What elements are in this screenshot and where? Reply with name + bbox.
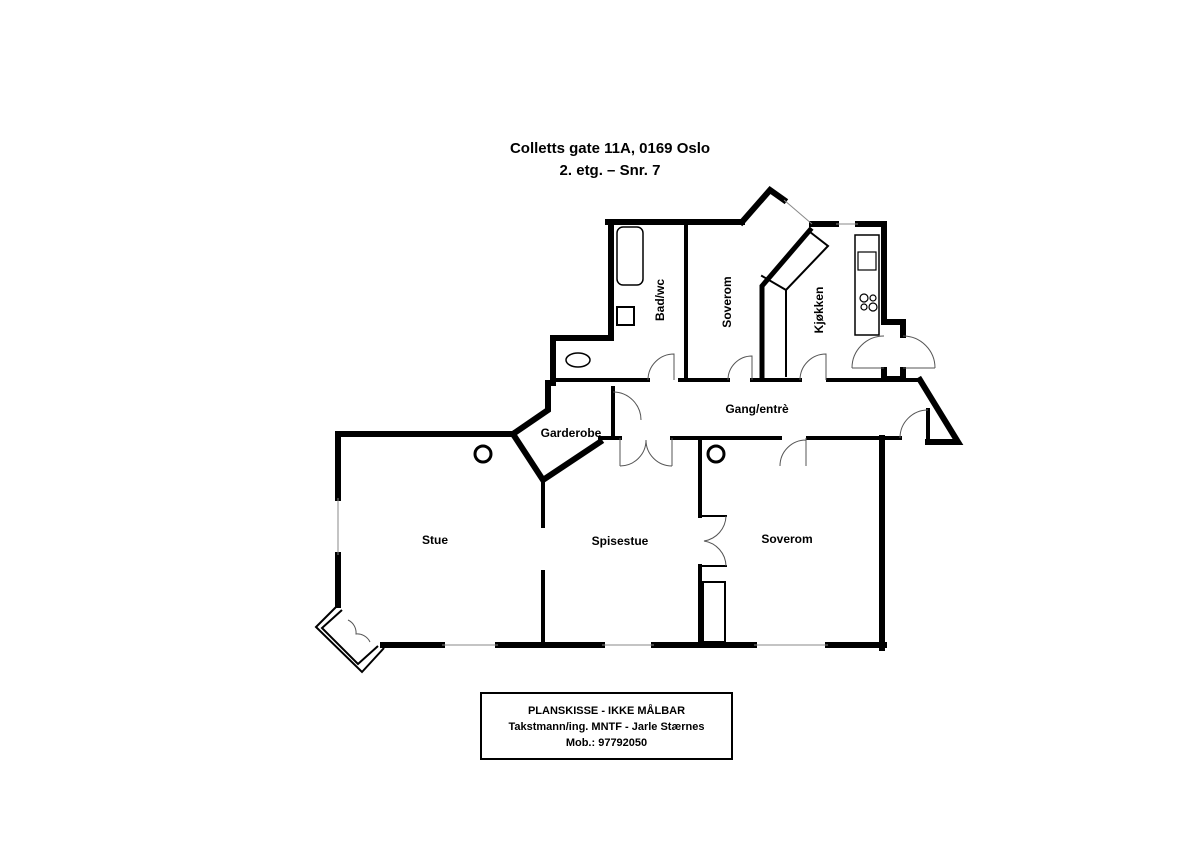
toilet-icon (565, 352, 591, 368)
info-phone: Mob.: 97792050 (565, 737, 648, 749)
info-author: Takstmann/ing. MNTF - Jarle Stærnes (508, 721, 705, 733)
floor-unit-subtitle: 2. etg. – Snr. 7 (559, 162, 661, 179)
room-label-bad-wc: Bad/wc (653, 279, 667, 321)
stove-pipe-icon (706, 444, 726, 464)
stove-pipe-icon (473, 444, 493, 464)
room-label-stue: Stue (422, 533, 448, 547)
stove-icon (859, 293, 869, 303)
room-label-spisestue: Spisestue (592, 534, 649, 548)
room-label-soverom-south: Soverom (761, 532, 812, 546)
address-title: Colletts gate 11A, 0169 Oslo (509, 140, 711, 157)
sink-icon (616, 306, 635, 326)
fixtures (473, 226, 880, 464)
doors (314, 335, 936, 674)
info-box: PLANSKISSE - IKKE MÅLBAR Takstmann/ing. … (480, 692, 733, 760)
walls (335, 185, 964, 651)
kitchen-sink-icon (857, 251, 877, 271)
room-label-soverom-north: Soverom (720, 276, 734, 327)
info-disclaimer: PLANSKISSE - IKKE MÅLBAR (527, 705, 686, 717)
bathtub-icon (616, 226, 644, 286)
room-label-kjokken: Kjøkken (812, 287, 826, 334)
kitchen-counter (854, 234, 880, 336)
windows (337, 199, 858, 646)
room-label-gang: Gang/entrè (725, 402, 789, 416)
room-label-garderobe: Garderobe (541, 426, 602, 440)
